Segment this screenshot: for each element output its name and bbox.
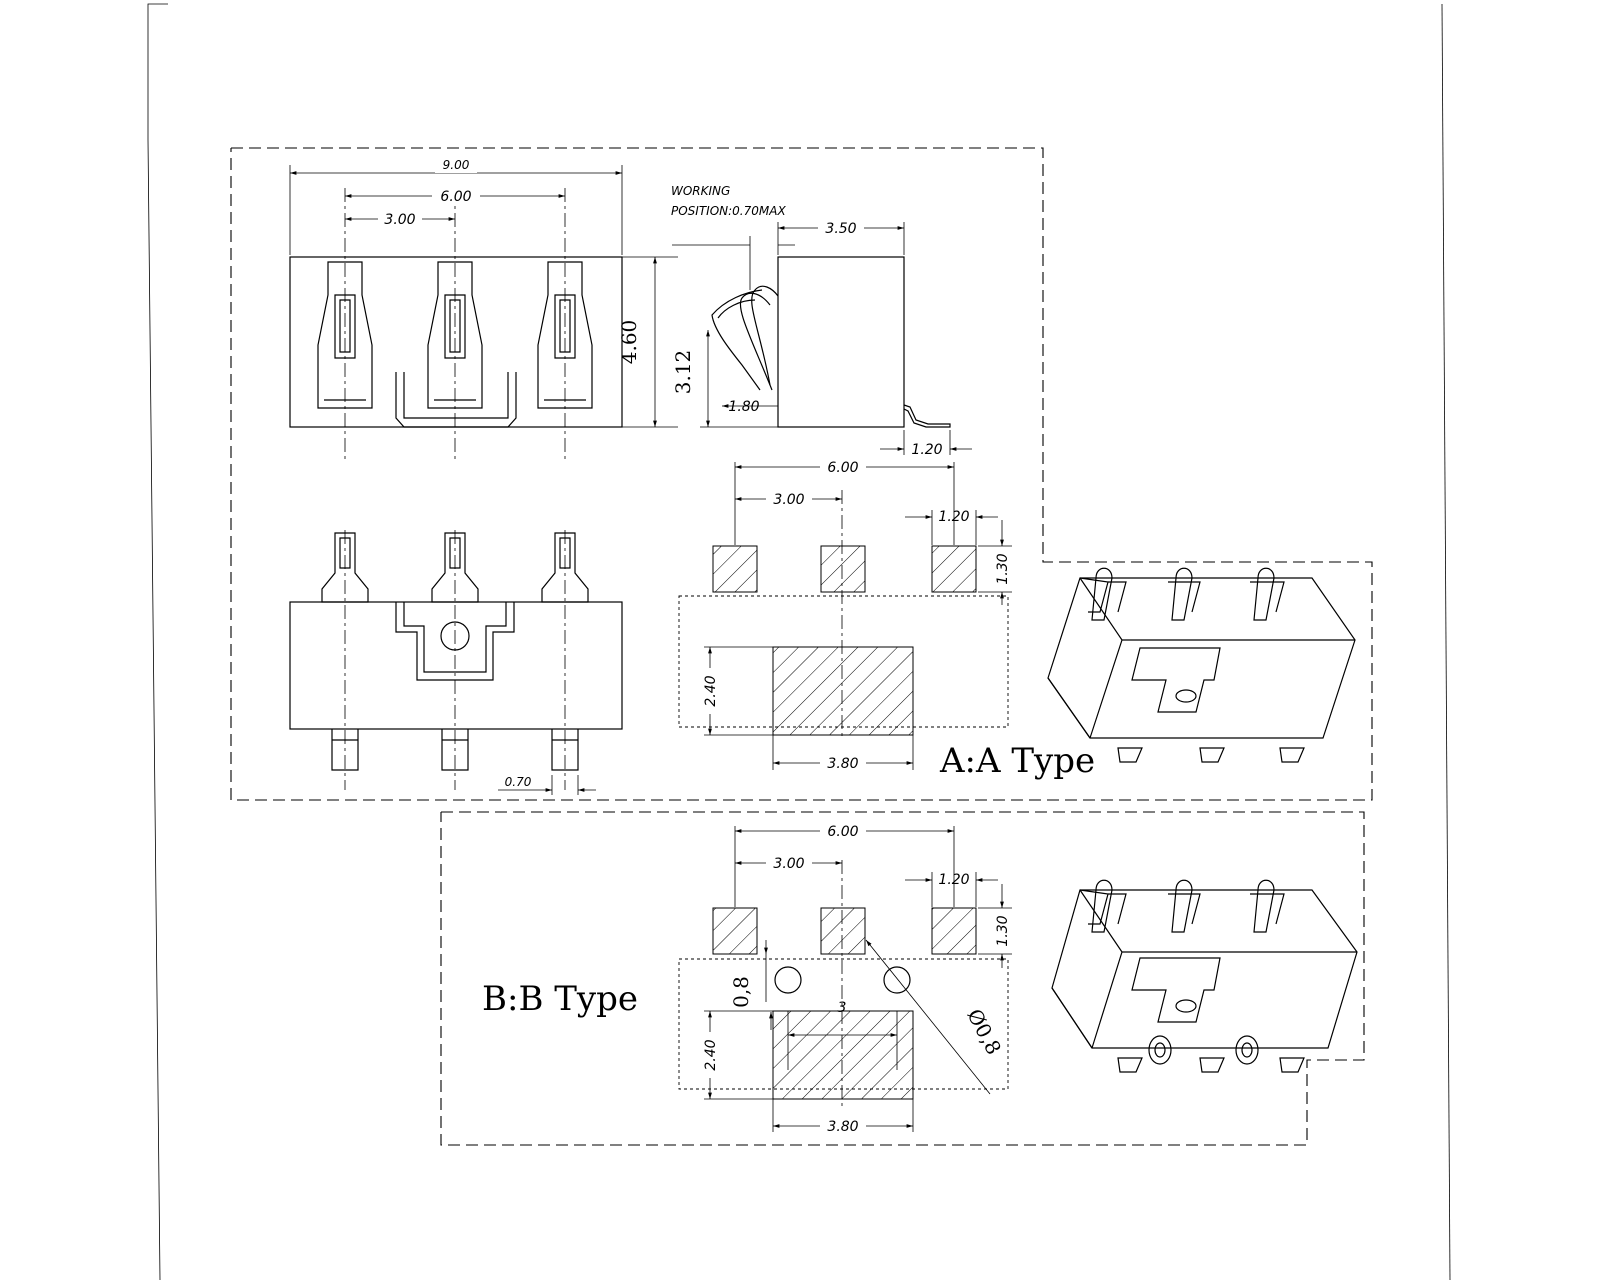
pad-a-dim-pitch: 3.00 xyxy=(773,492,804,508)
section-b-label: B:B Type xyxy=(482,979,638,1019)
pad-layout-b: 6.00 3.00 1.20 1.30 0,8 3 Ø0,8 2.40 xyxy=(678,823,1012,1135)
pad-b-dim-hole-offset: 0,8 xyxy=(729,976,753,1008)
pad-b-dim-center-w: 3.80 xyxy=(827,1119,858,1135)
pad-a-dim-outer: 6.00 xyxy=(827,460,858,476)
section-b-frame xyxy=(440,811,1365,1146)
dim-height: 4.60 xyxy=(617,320,641,365)
dim-contact-height: 3.12 xyxy=(671,350,695,395)
pad-a-dim-pad-w: 1.20 xyxy=(938,509,969,525)
pad-b-dim-center-h: 2.40 xyxy=(703,1039,719,1070)
isometric-view-b xyxy=(1051,879,1358,1073)
dim-tab: 1.20 xyxy=(911,442,942,458)
isometric-view-a xyxy=(1047,567,1356,763)
sheet-border xyxy=(147,3,1451,1280)
dim-tail: 0.70 xyxy=(505,775,532,789)
front-view: 9.00 6.00 3.00 4.60 xyxy=(289,158,678,462)
working-note-line1: WORKING xyxy=(671,184,730,198)
pad-a-dim-center-w: 3.80 xyxy=(827,756,858,772)
side-view: WORKING POSITION:0.70MAX 3.50 3.12 1.80 … xyxy=(671,184,972,458)
dim-pitch: 3.00 xyxy=(384,212,415,228)
pad-b-dim-pad-w: 1.20 xyxy=(938,872,969,888)
pad-a-dim-pad-h: 1.30 xyxy=(995,553,1011,584)
pad-a-dim-center-h: 2.40 xyxy=(703,675,719,706)
bottom-view: 0.70 xyxy=(289,530,623,795)
dim-side-width: 3.50 xyxy=(825,221,856,237)
pad-b-dim-pad-h: 1.30 xyxy=(995,915,1011,946)
pad-b-dim-outer: 6.00 xyxy=(827,824,858,840)
dim-outer-pitch: 6.00 xyxy=(440,189,471,205)
pad-layout-a: 6.00 3.00 1.20 1.30 2.40 3.80 xyxy=(678,459,1012,772)
section-a-frame xyxy=(230,147,1373,801)
dim-contact-low: 1.80 xyxy=(728,399,759,415)
pad-b-dim-hole-spacing: 3 xyxy=(838,1000,847,1016)
dim-overall-width: 9.00 xyxy=(443,158,470,172)
section-a-label: A:A Type xyxy=(939,741,1095,781)
pad-b-dim-pitch: 3.00 xyxy=(773,856,804,872)
pad-b-dim-hole-dia: Ø0,8 xyxy=(962,1005,1006,1059)
working-note-line2: POSITION:0.70MAX xyxy=(671,204,786,218)
